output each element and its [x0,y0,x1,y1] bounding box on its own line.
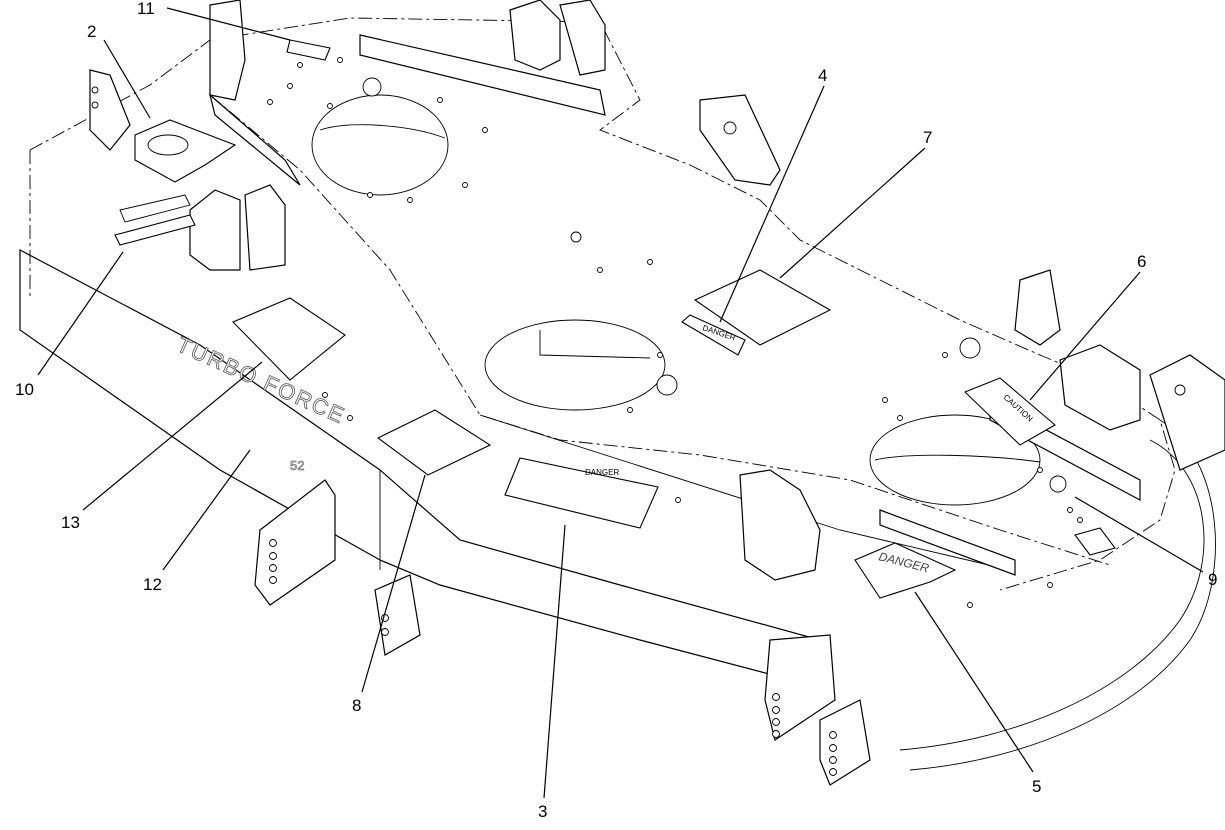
leader-9 [1074,496,1204,573]
callout-10: 10 [15,380,34,399]
decal-5-shape [854,542,957,599]
callout-12: 12 [143,575,162,594]
decal-9-area-shape [1074,527,1116,556]
leader-13 [82,361,263,511]
leader-8 [361,474,426,693]
leader-2 [103,39,151,119]
callout-9: 9 [1208,570,1217,589]
decal-10-shape [114,214,196,246]
callout-11: 11 [137,0,155,18]
callout-5: 5 [1032,777,1041,796]
decal-8-shape [376,409,492,476]
callout-2: 2 [87,22,96,41]
decal-11-shape [286,39,331,61]
leader-lines [37,7,1204,799]
blade-openings [311,94,1041,506]
decal-3-shape [504,457,659,529]
callout-8: 8 [352,696,361,715]
brand-size-number: 52 [290,458,304,473]
leader-12 [162,449,251,571]
callout-numbers: 11 2 4 7 6 10 13 12 8 3 5 9 [15,0,1217,821]
decal-6-shape [964,377,1056,446]
leader-3 [543,524,566,799]
leader-7 [779,147,926,279]
decal-4-shape [681,314,746,356]
decal-3-text: DANGER [585,468,619,477]
bolt-holes [267,57,1083,608]
decal-13-shape [232,297,346,381]
callout-7: 7 [923,128,932,147]
spindle-caps [362,77,1067,493]
callout-3: 3 [538,802,547,821]
callout-13: 13 [61,513,80,532]
callout-4: 4 [818,66,827,85]
leader-11 [166,7,291,41]
leader-10 [37,251,124,376]
leader-4 [719,85,825,323]
callout-6: 6 [1137,252,1146,271]
leader-6 [1029,271,1141,401]
height-adjust-holes [91,86,1186,776]
leader-5 [914,591,1034,773]
decal-2-shape [134,119,237,183]
decals: DANGER DANGER DANGER CAUTION TURBO FORCE… [114,39,1116,599]
